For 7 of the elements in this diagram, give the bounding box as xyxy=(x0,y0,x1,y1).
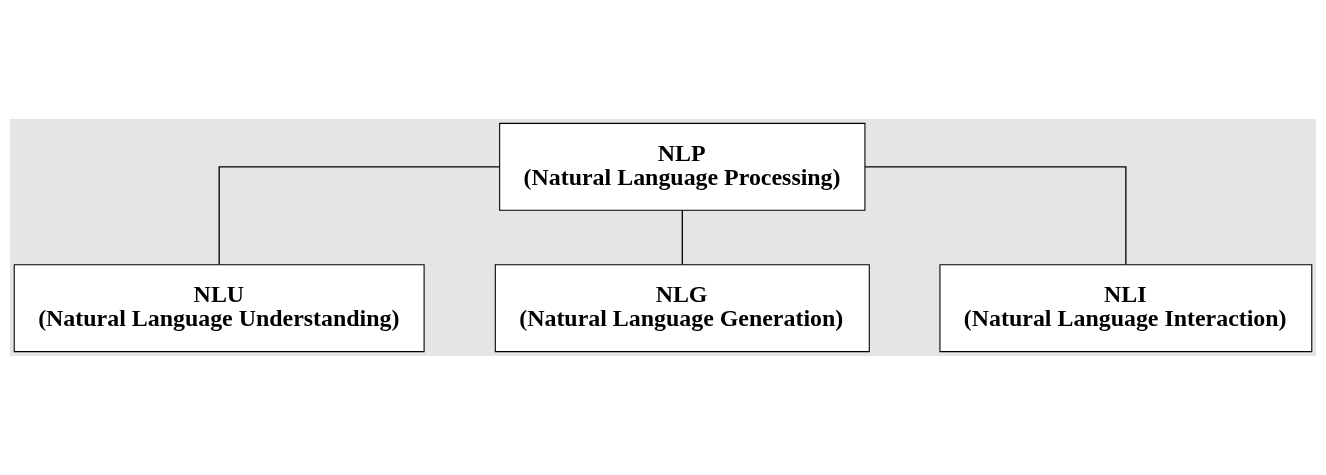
node-box: NLU (Natural Language Understanding) xyxy=(13,264,425,353)
connector xyxy=(864,166,1127,266)
node-box: NLP (Natural Language Processing) xyxy=(499,122,866,211)
node-box: NLI (Natural Language Interaction) xyxy=(939,264,1313,353)
node-box: NLG (Natural Language Generation) xyxy=(494,264,870,353)
connector xyxy=(681,209,683,266)
connector xyxy=(218,166,501,266)
